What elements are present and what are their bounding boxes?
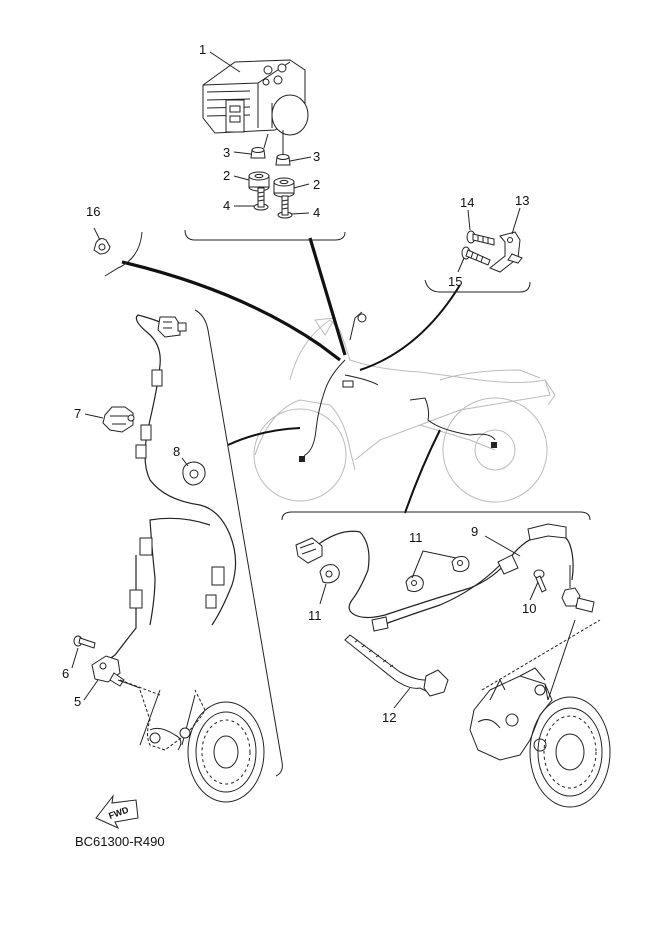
leader-2a (233, 175, 250, 181)
rear-caliper-rotor (469, 619, 611, 808)
leader-4b (291, 212, 310, 215)
callout-12: 12 (382, 710, 396, 725)
callout-9: 9 (471, 524, 478, 539)
callout-1: 1 (199, 42, 206, 57)
damper-left (248, 171, 270, 192)
front-sensor-harness (104, 314, 237, 663)
callout-15: 15 (448, 274, 462, 289)
leader-2b (293, 183, 310, 189)
bracket-13 (489, 207, 523, 273)
leader-3b (289, 156, 312, 162)
leader-front-sensor (121, 260, 341, 362)
forward-arrow-icon: FWD (95, 794, 139, 830)
bolt-15 (457, 246, 491, 273)
abs-hydraulic-unit (202, 59, 309, 136)
callout-6: 6 (62, 666, 69, 681)
callout-16: 16 (86, 204, 100, 219)
callout-11a: 11 (308, 608, 322, 623)
callout-8: 8 (173, 444, 180, 459)
bolt-10 (529, 569, 547, 601)
group-bracket-rear (281, 511, 591, 521)
clamp-7 (84, 406, 135, 433)
leader-bracket (359, 284, 461, 371)
callout-10: 10 (522, 601, 536, 616)
leader-3a (233, 151, 252, 155)
group-bracket-16 (104, 231, 143, 277)
group-bracket-abs (184, 229, 346, 241)
group-bracket-13 (424, 279, 531, 293)
callout-4a: 4 (223, 198, 230, 213)
leader-11b (411, 550, 457, 579)
leader-9 (484, 535, 521, 557)
damper-right (273, 177, 295, 198)
grommet-upper-left (250, 147, 266, 159)
front-wheel-sensor (83, 655, 125, 701)
callout-7: 7 (74, 406, 81, 421)
bolt-left (253, 187, 269, 211)
clamp-11-right-b (451, 556, 470, 573)
bolt-right (277, 195, 293, 219)
clamp-11-left (319, 564, 340, 605)
callout-13: 13 (515, 193, 529, 208)
callout-14: 14 (460, 195, 474, 210)
callout-11b: 11 (409, 530, 423, 545)
diagram-code: BC61300-R490 (75, 834, 165, 849)
grommet-upper-right (275, 154, 291, 166)
callouts: 1 3 3 2 2 4 4 16 14 13 15 7 8 6 5 9 11 1… (62, 42, 536, 725)
callout-3a: 3 (223, 145, 230, 160)
front-fork-rotor (117, 679, 265, 803)
leader-1 (209, 51, 241, 73)
bolt-6 (71, 635, 96, 669)
callout-2b: 2 (313, 177, 320, 192)
rear-sensor-harness (295, 523, 595, 632)
leader-front-wheel (227, 427, 301, 446)
bolt-14 (466, 209, 495, 246)
callout-4b: 4 (313, 205, 320, 220)
leader-unit-mount (263, 130, 284, 155)
leader-rear-sensor (404, 429, 441, 514)
callout-5: 5 (74, 694, 81, 709)
group-bracket-front (194, 309, 283, 777)
callout-3b: 3 (313, 149, 320, 164)
clamp-8 (181, 457, 206, 486)
bike-wiring (299, 311, 497, 463)
motorcycle-outline (253, 317, 556, 503)
cable-tie-12 (344, 634, 449, 709)
clamp-16 (93, 227, 111, 255)
callout-2a: 2 (223, 168, 230, 183)
leader-abs-unit (308, 237, 347, 356)
clamp-11-right-a (405, 575, 424, 593)
